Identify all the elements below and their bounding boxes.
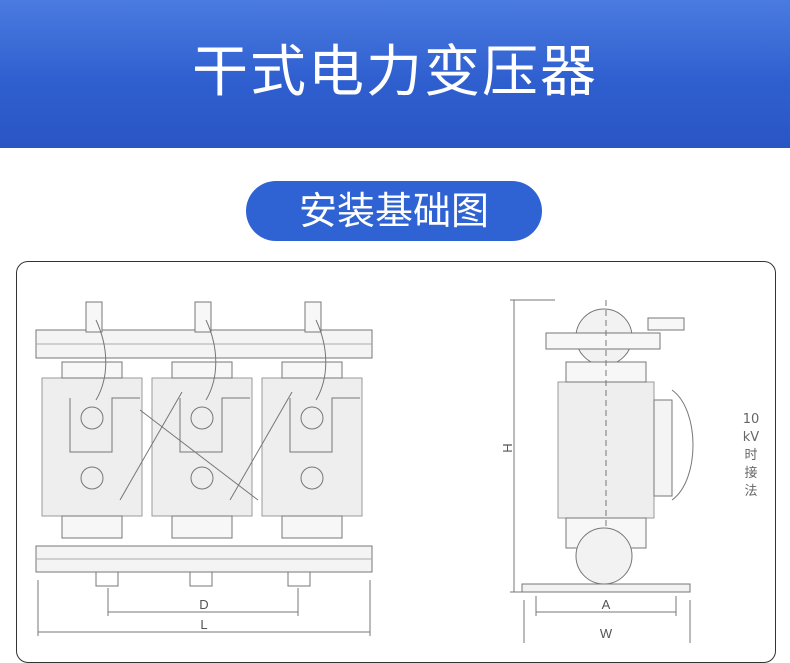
side-view xyxy=(510,299,694,643)
section-title: 安装基础图 xyxy=(298,189,489,233)
note-line: kV xyxy=(742,430,760,445)
dimension-l-label: L xyxy=(200,617,207,632)
front-view xyxy=(35,301,373,636)
section-badge: 安装基础图 xyxy=(246,181,542,241)
installation-diagram: D L H A W xyxy=(35,299,694,643)
page-title: 干式电力变压器 xyxy=(192,40,598,105)
note-line: 法 xyxy=(744,484,758,499)
note-line: 接 xyxy=(744,466,758,481)
dimension-d-label: D xyxy=(199,597,208,612)
dimension-a-label: A xyxy=(602,597,611,612)
note-line: 10 xyxy=(742,412,760,427)
note-line: 时 xyxy=(744,448,758,463)
dimension-w-label: W xyxy=(600,626,613,641)
connection-note: 10 kV 时 接 法 xyxy=(736,411,766,501)
dimension-h-label: H xyxy=(500,443,515,452)
header-banner: 干式电力变压器 xyxy=(0,0,790,148)
